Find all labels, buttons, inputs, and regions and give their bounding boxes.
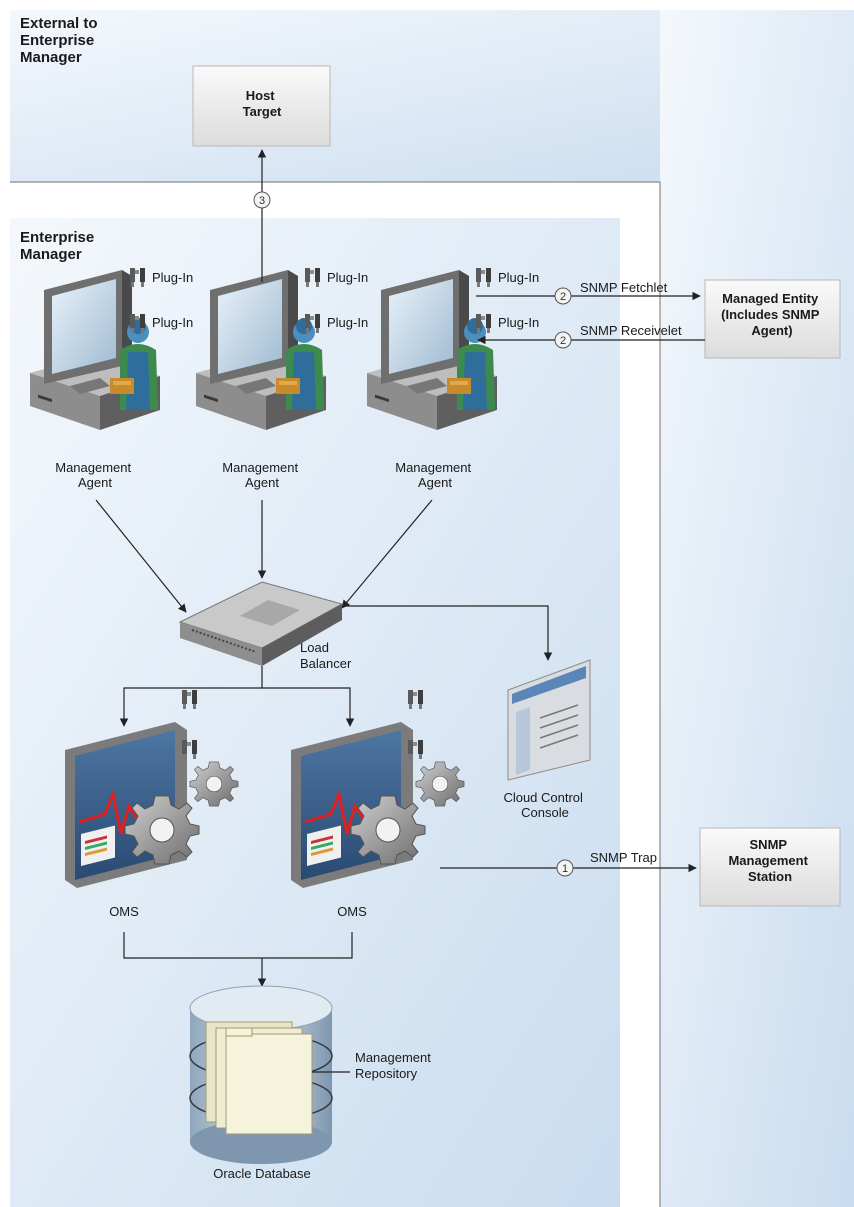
managed-entity-box [704, 279, 841, 359]
arrow-agent3-to-lb [341, 499, 433, 609]
management-agent-2: Plug-In Plug-In Management Agent [196, 268, 368, 490]
cloud-control-console-icon [507, 659, 591, 781]
gear-icon [415, 761, 465, 807]
gear-icon [124, 795, 200, 865]
management-agent-1: Plug-In Plug-In Management Agent [30, 268, 193, 490]
oms-2: OMS [289, 690, 465, 919]
enterprise-zone-title: Enterprise Manager [20, 229, 98, 263]
step-3-badge: 3 [253, 191, 271, 209]
agent-label: Management Agent [222, 460, 302, 490]
load-balancer-label: Load Balancer [300, 640, 352, 671]
oms-1: OMS [63, 690, 239, 919]
host-target-box [192, 65, 331, 147]
oms-label: OMS [337, 904, 367, 919]
svg-text:2: 2 [560, 291, 566, 303]
snmp-station-box [699, 827, 841, 907]
external-zone-title: External to Enterprise Manager [20, 15, 102, 66]
arrow-agent1-to-lb [95, 499, 187, 613]
database-label: Oracle Database [213, 1166, 311, 1181]
plugin-label: Plug-In [327, 270, 368, 285]
snmp-trap-label: SNMP Trap [590, 850, 657, 865]
step-2-fetchlet-badge: 2 [554, 287, 572, 305]
svg-text:3: 3 [259, 195, 265, 207]
agent-label: Management Agent [55, 460, 135, 490]
plugin-label: Plug-In [152, 315, 193, 330]
oms-label: OMS [109, 904, 139, 919]
oms-join-line [123, 932, 353, 959]
step-2-receivelet-badge: 2 [554, 331, 572, 349]
arrow-lb-to-console [342, 605, 553, 661]
plugin-label: Plug-In [152, 270, 193, 285]
step-1-badge: 1 [556, 859, 574, 877]
load-balancer-icon [178, 581, 344, 666]
snmp-receivelet-label: SNMP Receivelet [580, 323, 682, 338]
management-agent-3: Plug-In Plug-In Management Agent [367, 268, 539, 490]
plugin-label: Plug-In [327, 315, 368, 330]
folders-icon [205, 1021, 313, 1135]
arrow-lb-to-oms1 [119, 666, 263, 727]
host-target-label: Host Target [243, 88, 282, 119]
snmp-station-label: SNMP Management Station [728, 837, 811, 884]
oracle-database-icon [189, 985, 333, 1164]
plugin-label: Plug-In [498, 315, 539, 330]
gear-icon [189, 761, 239, 807]
arrow-lb-to-oms2 [262, 687, 355, 727]
console-label: Cloud Control Console [503, 790, 586, 820]
snmp-fetchlet-label: SNMP Fetchlet [580, 280, 668, 295]
gear-icon [350, 795, 426, 865]
plugin-label: Plug-In [498, 270, 539, 285]
svg-text:1: 1 [562, 863, 568, 875]
repository-label: Management Repository [355, 1050, 435, 1081]
agent-label: Management Agent [395, 460, 475, 490]
managed-entity-label: Managed Entity (Includes SNMP Agent) [721, 291, 823, 338]
external-zone-border [10, 181, 661, 1207]
svg-text:2: 2 [560, 335, 566, 347]
external-zone-right [660, 10, 854, 1207]
